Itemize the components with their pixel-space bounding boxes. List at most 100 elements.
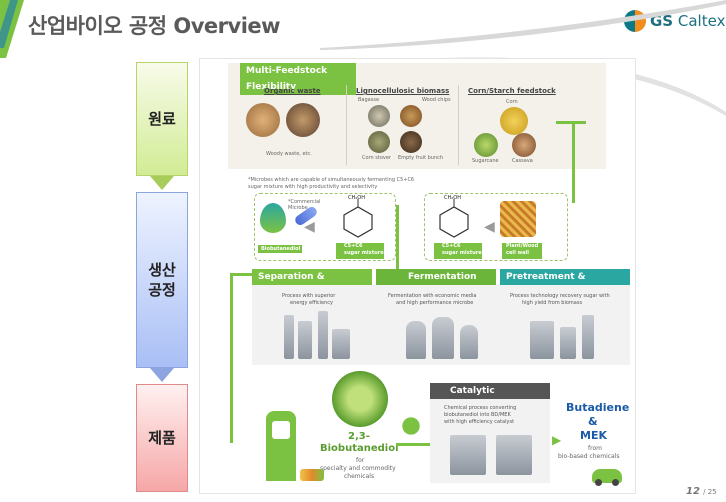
page-title: 산업바이오 공정 Overview bbox=[28, 14, 281, 38]
arrow-left-icon: ◀ bbox=[304, 219, 315, 235]
biobutanediol-tag: Biobutanediol bbox=[258, 245, 302, 253]
empty-fruit-bunch-icon bbox=[400, 131, 422, 153]
microbe-frame bbox=[254, 193, 396, 261]
page-number: 12 / 25 bbox=[686, 486, 717, 497]
pretreatment-plant-icon bbox=[530, 321, 554, 359]
sugarcane-icon bbox=[474, 133, 498, 157]
ch2oh-label-left: CH₂OH bbox=[348, 195, 365, 201]
wood-chip-icon bbox=[400, 105, 422, 127]
microbe-note-1: *Microbes which are capable of simultane… bbox=[248, 177, 415, 183]
glucose-molecule-icon bbox=[343, 199, 373, 238]
page-total: / 25 bbox=[703, 488, 717, 496]
stage-product-label: 제품 bbox=[148, 429, 176, 447]
butadiene-sub-1: from bbox=[588, 445, 602, 452]
microbe-note-2: sugar mixture with high productivity and… bbox=[248, 184, 378, 190]
pretreatment-desc-1: Process technology recovery sugar with bbox=[510, 293, 610, 299]
stage-raw-material: 원료 bbox=[136, 62, 188, 176]
ligno-item-corn-stover: Corn stover bbox=[362, 155, 391, 161]
feedstock-divider bbox=[346, 85, 347, 165]
pipe-feedstock-right bbox=[556, 121, 586, 124]
cellwall-frame bbox=[424, 193, 568, 261]
organic-waste-title: Organic waste bbox=[264, 87, 321, 95]
fermentation-desc-1: Fermentation with economic media bbox=[388, 293, 477, 299]
ch2oh-label-right: CH₂OH bbox=[444, 195, 461, 201]
corn-item-cassava: Cassava bbox=[512, 158, 533, 164]
stage-product: 제품 bbox=[136, 384, 188, 492]
fermenter-tank-icon bbox=[460, 325, 478, 359]
arrow-left-icon: ◀ bbox=[484, 219, 495, 235]
ligno-item-efb: Empty fruit bunch bbox=[398, 155, 444, 161]
pipe-to-catalytic bbox=[396, 443, 430, 446]
biobutanediol-sub-3: chemicals bbox=[344, 473, 375, 480]
car-wheel-icon bbox=[612, 479, 619, 486]
feedstock-title: Multi-Feedstock Flexibility bbox=[240, 63, 356, 95]
fermenter-tank-icon bbox=[432, 317, 454, 359]
ligno-item-bagasse: Bagasse bbox=[358, 97, 380, 103]
separation-desc-1: Process with superior bbox=[282, 293, 336, 299]
separation-desc-2: energy efficiency bbox=[290, 300, 334, 306]
pipe-microbe-link bbox=[396, 205, 399, 269]
pretreatment-desc-2: high yield from biomass bbox=[522, 300, 583, 306]
pretreatment-plant-icon bbox=[582, 315, 594, 359]
commercial-microbe-label: *Commercial Microbe bbox=[288, 199, 321, 211]
separation-plant-icon bbox=[332, 329, 350, 359]
corn-starch-title: Corn/Starch feedstock bbox=[468, 87, 556, 95]
pipe-to-product bbox=[230, 273, 233, 443]
ligno-item-wood-chips: Wood chips bbox=[422, 97, 451, 103]
separation-plant-icon bbox=[298, 321, 312, 359]
header-accent-icon bbox=[0, 0, 24, 58]
biobutanediol-drop-icon bbox=[260, 203, 286, 233]
logo-rest: Caltex bbox=[673, 12, 726, 30]
feedstock-divider bbox=[458, 85, 459, 165]
pipe-feedstock-down bbox=[572, 123, 575, 203]
biobutanediol-line1: 2,3- bbox=[348, 431, 370, 442]
arrow-down-icon bbox=[150, 368, 174, 382]
process-diagram-panel: Multi-Feedstock Flexibility Organic wast… bbox=[199, 58, 636, 494]
fermenter-tank-icon bbox=[406, 321, 426, 359]
page-current: 12 bbox=[686, 486, 700, 497]
stage-raw-label: 원료 bbox=[148, 110, 176, 128]
catalytic-reactor-icon bbox=[496, 435, 532, 475]
separation-plant-icon bbox=[318, 311, 328, 359]
woody-waste-icon bbox=[286, 103, 320, 137]
biobutanediol-sub-2: specialty and commodity bbox=[320, 465, 396, 472]
corn-stover-icon bbox=[368, 131, 390, 153]
catalytic-desc-1: Chemical process converting bbox=[444, 405, 517, 411]
glucose-molecule-icon bbox=[439, 199, 469, 238]
pipe-to-product-h bbox=[230, 273, 254, 276]
header-swoosh bbox=[320, 0, 726, 116]
arrow-right-icon: ▶ bbox=[552, 433, 562, 447]
car-wheel-icon bbox=[595, 479, 602, 486]
trees-icon bbox=[396, 411, 426, 441]
catalytic-desc-2: biobutanediol into BD/MEK bbox=[444, 412, 511, 418]
arrow-down-icon bbox=[150, 176, 174, 190]
butadiene-line1: Butadiene bbox=[566, 401, 630, 414]
separation-plant-icon bbox=[284, 315, 294, 359]
wood-chips-icon bbox=[246, 103, 280, 137]
pretreatment-plant-icon bbox=[560, 327, 576, 359]
fuel-pump-screen bbox=[272, 421, 290, 439]
chemical-bottles-icon bbox=[300, 469, 324, 481]
fermentation-desc-2: and high performance microbe bbox=[396, 300, 474, 306]
corn-icon bbox=[500, 107, 528, 135]
corn-item-sugarcane: Sugarcane bbox=[472, 158, 499, 164]
lignocellulosic-title: Lignocellulosic biomass bbox=[356, 87, 450, 95]
cassava-icon bbox=[512, 133, 536, 157]
plant-cell-wall-icon bbox=[500, 201, 536, 237]
fermentation-bar: Fermentation bbox=[376, 269, 496, 285]
butadiene-line3: MEK bbox=[580, 429, 607, 442]
biobutanediol-line2: Biobutanediol bbox=[320, 443, 399, 454]
butadiene-line2: & bbox=[588, 415, 598, 428]
bagasse-icon bbox=[368, 105, 390, 127]
biobutanediol-sub-1: for bbox=[356, 457, 365, 464]
biobutanediol-globe-icon bbox=[332, 371, 388, 427]
corn-item-corn: Corn bbox=[506, 99, 518, 105]
catalytic-reactor-icon bbox=[450, 435, 486, 475]
butadiene-sub-2: bio-based chemicals bbox=[558, 453, 620, 460]
organic-waste-item: Woody waste, etc. bbox=[266, 151, 312, 157]
